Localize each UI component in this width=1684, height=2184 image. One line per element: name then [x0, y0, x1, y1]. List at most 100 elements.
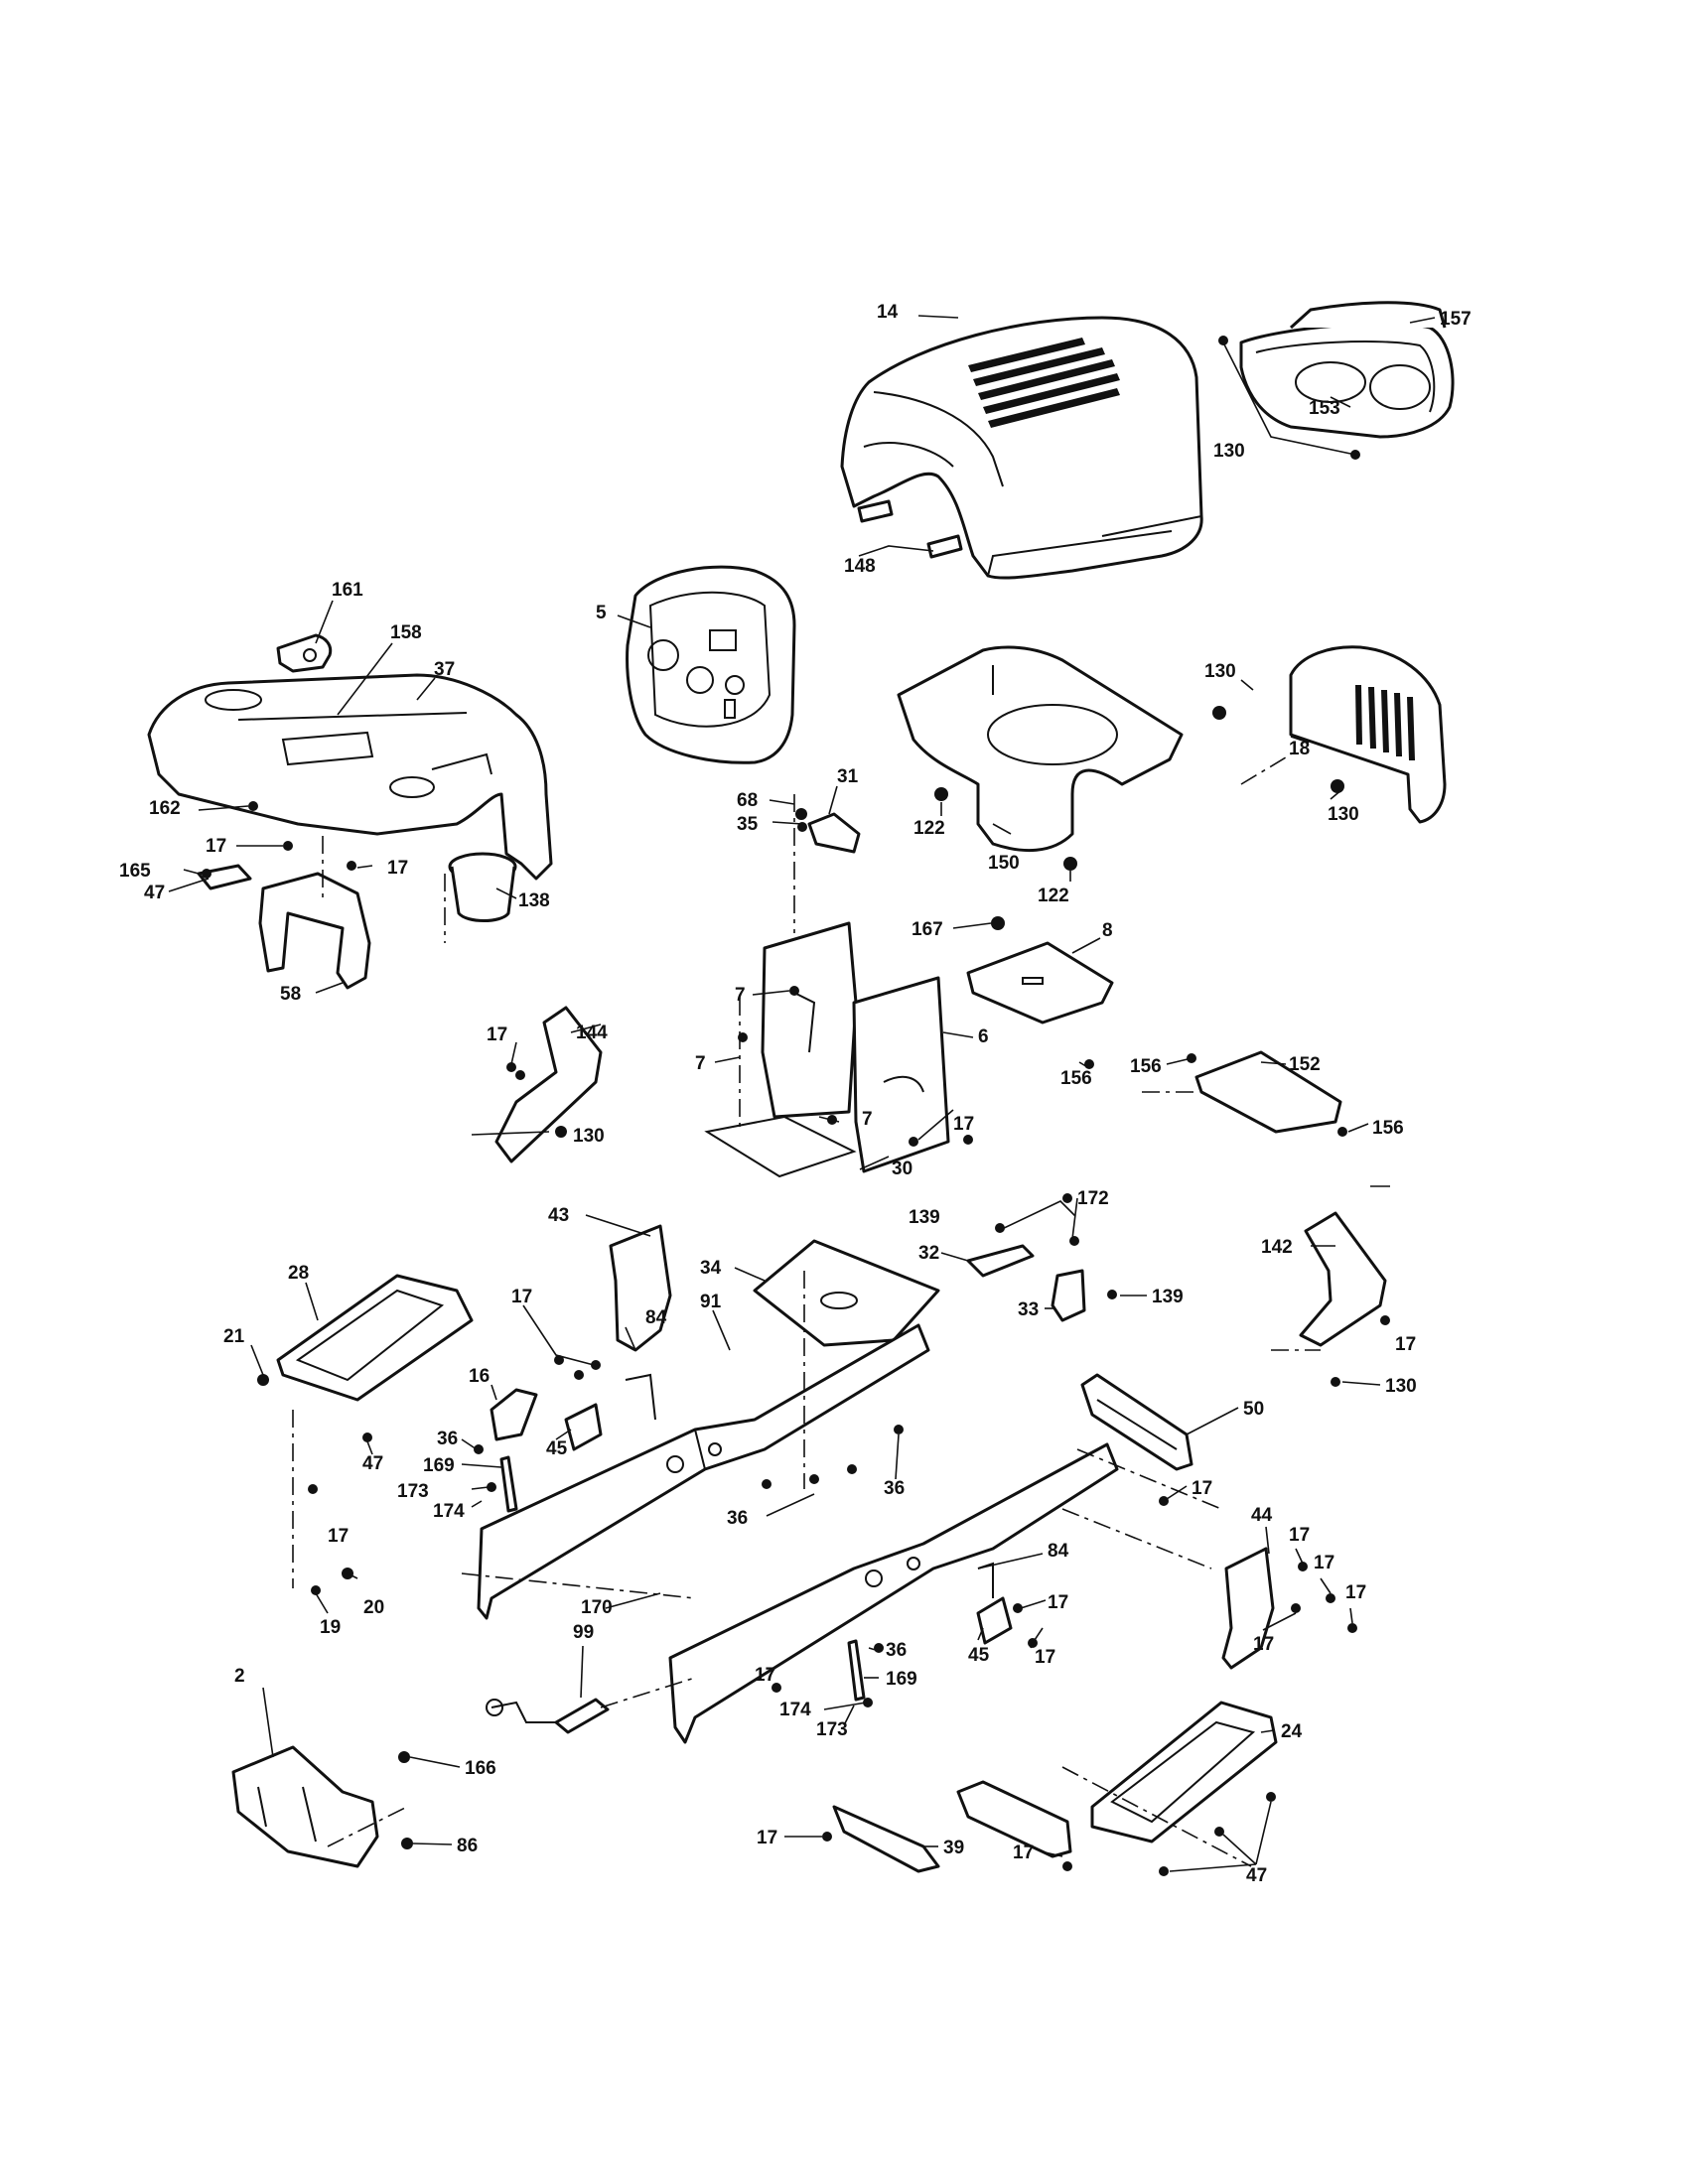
bracket-32-part — [966, 1244, 1035, 1278]
callout-45: 45 — [546, 1438, 568, 1459]
footrest-left-part — [276, 1274, 474, 1402]
callout-139: 139 — [1152, 1287, 1184, 1307]
callout-166: 166 — [465, 1758, 496, 1779]
bracket-44-part — [1221, 1547, 1275, 1670]
callout-36: 36 — [727, 1508, 748, 1529]
callout-122: 122 — [913, 818, 945, 839]
callout-36: 36 — [437, 1429, 458, 1449]
callout-17: 17 — [757, 1828, 777, 1848]
callout-17: 17 — [1289, 1525, 1310, 1546]
plate-30-part — [704, 1115, 857, 1178]
dash-housing-part — [147, 673, 553, 881]
callout-19: 19 — [320, 1617, 341, 1638]
callout-17: 17 — [1192, 1478, 1212, 1499]
callout-169: 169 — [886, 1669, 917, 1690]
callout-50: 50 — [1243, 1399, 1264, 1420]
callout-43: 43 — [548, 1205, 569, 1226]
callout-130: 130 — [1385, 1376, 1417, 1397]
plate-2-part — [231, 1745, 379, 1868]
steering-tower-part — [761, 921, 950, 1173]
dash-panel-part — [626, 565, 796, 764]
callout-39: 39 — [943, 1838, 964, 1858]
bracket-33-part — [1051, 1269, 1086, 1322]
callout-6: 6 — [978, 1026, 989, 1047]
callout-47: 47 — [144, 883, 165, 903]
callout-47: 47 — [362, 1453, 383, 1474]
cup-holder-part — [444, 852, 517, 943]
callout-14: 14 — [877, 302, 899, 323]
callout-142: 142 — [1261, 1237, 1293, 1258]
callout-17: 17 — [1013, 1843, 1034, 1863]
callout-156: 156 — [1130, 1056, 1162, 1077]
callout-47: 47 — [1246, 1865, 1267, 1886]
plate-8-part — [966, 941, 1114, 1024]
callout-148: 148 — [844, 556, 876, 577]
crank-99-part — [486, 1698, 610, 1734]
leader-lines — [168, 315, 1436, 1872]
callout-99: 99 — [573, 1622, 594, 1643]
callout-167: 167 — [912, 919, 943, 940]
callout-17: 17 — [1048, 1592, 1068, 1613]
callout-170: 170 — [581, 1597, 613, 1618]
callout-17: 17 — [206, 836, 226, 857]
callout-174: 174 — [779, 1700, 811, 1720]
callout-20: 20 — [363, 1597, 384, 1618]
callout-18: 18 — [1289, 739, 1310, 759]
callout-21: 21 — [223, 1326, 245, 1347]
callout-161: 161 — [332, 580, 363, 601]
callout-173: 173 — [816, 1719, 848, 1740]
callout-130: 130 — [573, 1126, 605, 1147]
bracket-31-part — [797, 812, 861, 854]
callout-35: 35 — [737, 814, 759, 835]
callout-162: 162 — [149, 798, 181, 819]
callout-17: 17 — [953, 1114, 974, 1135]
callout-37: 37 — [434, 659, 455, 680]
callout-17: 17 — [1035, 1647, 1055, 1668]
bracket-50-part — [1080, 1373, 1193, 1471]
grille-part — [1289, 645, 1447, 824]
callout-28: 28 — [288, 1263, 309, 1284]
callout-130: 130 — [1204, 661, 1236, 682]
callout-36: 36 — [884, 1478, 905, 1499]
callout-152: 152 — [1289, 1054, 1321, 1075]
callout-153: 153 — [1309, 398, 1340, 419]
bracket-39-part — [832, 1780, 1072, 1873]
callout-36: 36 — [886, 1640, 907, 1661]
key-part — [276, 633, 333, 673]
callout-7: 7 — [695, 1053, 706, 1074]
hood-part — [840, 316, 1203, 580]
callout-17: 17 — [1314, 1553, 1334, 1573]
frame-rail-left-part — [477, 1323, 930, 1620]
callout-130: 130 — [1328, 804, 1359, 825]
callout-2: 2 — [234, 1666, 245, 1687]
callout-122: 122 — [1038, 886, 1069, 906]
center-lines — [292, 753, 1321, 1867]
callout-84: 84 — [645, 1307, 667, 1328]
callout-7: 7 — [735, 985, 746, 1006]
headlight-assembly-part — [1239, 301, 1455, 439]
callout-17: 17 — [755, 1665, 775, 1686]
cover-152-part — [1194, 1050, 1342, 1134]
callout-44: 44 — [1251, 1505, 1273, 1526]
callout-5: 5 — [596, 603, 607, 623]
callout-156: 156 — [1060, 1068, 1092, 1089]
callout-165: 165 — [119, 861, 151, 882]
plate-34-part — [753, 1239, 940, 1347]
callout-144: 144 — [576, 1023, 608, 1043]
callout-32: 32 — [918, 1243, 939, 1264]
callout-7: 7 — [862, 1109, 873, 1130]
callout-86: 86 — [457, 1836, 478, 1856]
callout-17: 17 — [1253, 1634, 1274, 1655]
callout-156: 156 — [1372, 1118, 1404, 1139]
callout-17: 17 — [1345, 1582, 1366, 1603]
frame-rail-right-part — [668, 1442, 1119, 1744]
callout-174: 174 — [433, 1501, 465, 1522]
callout-17: 17 — [487, 1024, 507, 1045]
callout-157: 157 — [1440, 309, 1472, 330]
callout-158: 158 — [390, 622, 422, 643]
callout-45: 45 — [968, 1645, 990, 1666]
seat-pan-part — [897, 645, 1184, 853]
callout-130: 130 — [1213, 441, 1245, 462]
callout-169: 169 — [423, 1455, 455, 1476]
